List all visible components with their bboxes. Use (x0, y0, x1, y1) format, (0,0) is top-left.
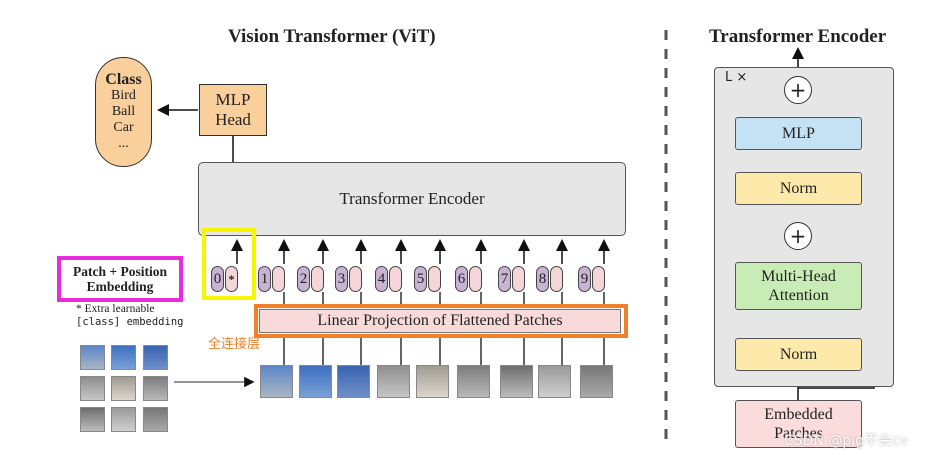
token-arrows (231, 239, 610, 264)
mlp-head-line2: Head (215, 110, 251, 129)
flattened-patch-2 (299, 365, 332, 398)
patch-token-6 (469, 266, 482, 292)
position-token-4: 4 (375, 266, 388, 292)
grid-patch-5 (111, 376, 136, 401)
residual-add-upper: + (784, 76, 812, 104)
extra-learnable-note: * Extra learnable [class] embedding (76, 303, 183, 329)
class-item-more: ... (118, 136, 129, 151)
embedded-patches-box: Embedded Patches (735, 400, 862, 448)
mlp-head-box: MLP Head (199, 84, 267, 136)
patch-token-1 (272, 266, 285, 292)
patch-token-8 (550, 266, 563, 292)
grid-patch-8 (111, 407, 136, 432)
transformer-encoder-box: Transformer Encoder (198, 162, 626, 236)
multi-head-attention-box: Multi-Head Attention (735, 262, 862, 310)
mha-line1: Multi-Head (761, 268, 836, 285)
patch-position-line2: Embedding (86, 279, 154, 294)
patch-token-5 (428, 266, 441, 292)
patch-position-embedding-label: Patch + Position Embedding (57, 256, 183, 302)
vit-title: Vision Transformer (ViT) (228, 26, 436, 47)
flattened-patch-3 (337, 365, 370, 398)
residual-add-lower: + (784, 222, 812, 250)
mha-line2: Attention (768, 287, 829, 304)
class-token: * (225, 266, 238, 292)
patch-token-9 (592, 266, 605, 292)
patch-token-4 (389, 266, 402, 292)
flattened-patch-5 (416, 365, 449, 398)
embedded-line2: Patches (774, 425, 823, 442)
patch-position-line1: Patch + Position (73, 264, 167, 279)
position-token-3: 3 (335, 266, 348, 292)
encoder-norm-top: Norm (735, 172, 862, 205)
position-token-7: 7 (498, 266, 511, 292)
class-item-ball: Ball (111, 104, 136, 119)
flattened-patch-4 (377, 365, 410, 398)
flattened-patch-8 (538, 365, 571, 398)
mlp-head-line1: MLP (215, 90, 251, 109)
position-token-8: 8 (536, 266, 549, 292)
flattened-patch-1 (260, 365, 293, 398)
extra-learnable-line1: * Extra learnable (76, 303, 155, 315)
position-token-5: 5 (414, 266, 427, 292)
linear-projection-box: Linear Projection of Flattened Patches (259, 309, 621, 333)
position-token-6: 6 (455, 266, 468, 292)
position-token-2: 2 (297, 266, 310, 292)
grid-patch-4 (80, 376, 105, 401)
grid-patch-9 (143, 407, 168, 432)
position-token-0: 0 (211, 266, 224, 292)
patch-token-7 (512, 266, 525, 292)
embedded-line1: Embedded (764, 406, 833, 423)
repeat-label: L × (725, 70, 748, 85)
flattened-patch-6 (457, 365, 490, 398)
flattened-patch-9 (580, 365, 613, 398)
class-item-car: Car (113, 120, 134, 135)
fc-layer-annotation: 全连接层 (208, 337, 261, 352)
class-heading: Class (105, 71, 142, 88)
encoder-norm-bottom: Norm (735, 338, 862, 371)
flattened-patch-7 (500, 365, 533, 398)
position-token-1: 1 (258, 266, 271, 292)
position-token-9: 9 (578, 266, 591, 292)
csdn-watermark: CSDN @pig不会cv (784, 433, 909, 449)
class-token-highlight (202, 228, 256, 300)
grid-patch-3 (143, 345, 168, 370)
grid-patch-1 (80, 345, 105, 370)
class-item-bird: Bird (111, 88, 136, 103)
grid-patch-6 (143, 376, 168, 401)
encoder-title: Transformer Encoder (709, 26, 887, 47)
class-output-box: Class Bird Ball Car ... (95, 57, 152, 167)
encoder-mlp-box: MLP (735, 117, 862, 150)
extra-learnable-line2: [class] embedding (76, 316, 184, 328)
patch-token-3 (349, 266, 362, 292)
grid-patch-7 (80, 407, 105, 432)
grid-patch-2 (111, 345, 136, 370)
patch-token-2 (311, 266, 324, 292)
